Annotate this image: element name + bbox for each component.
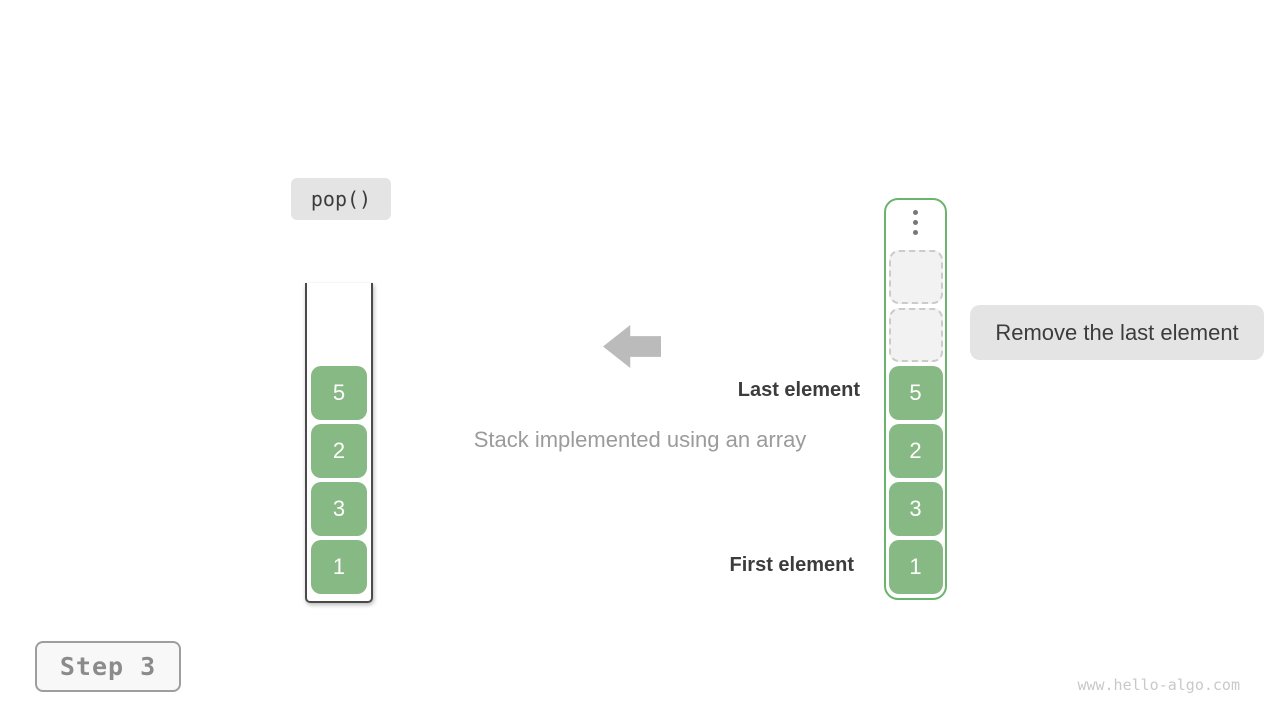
step-badge: Step 3 <box>35 641 181 692</box>
array-cell: 2 <box>888 424 943 478</box>
arrow-left-icon <box>603 325 661 368</box>
pop-operation-badge: pop() <box>291 178 391 220</box>
vertical-ellipsis-icon <box>913 210 918 236</box>
stack-cell: 5 <box>311 366 367 420</box>
empty-array-slot <box>888 308 943 362</box>
array-cell: 1 <box>888 540 943 594</box>
stack-cell: 3 <box>311 482 367 536</box>
first-element-label: First element <box>729 554 854 576</box>
stack-cell: 2 <box>311 424 367 478</box>
diagram-caption: Stack implemented using an array <box>473 427 807 452</box>
stack-cell: 1 <box>311 540 367 594</box>
watermark-text: www.hello-algo.com <box>1077 676 1240 694</box>
array-cell: 3 <box>888 482 943 536</box>
array-cell: 5 <box>888 366 943 420</box>
remove-note-badge: Remove the last element <box>970 305 1264 360</box>
empty-array-slot <box>888 250 943 304</box>
last-element-label: Last element <box>737 379 860 401</box>
